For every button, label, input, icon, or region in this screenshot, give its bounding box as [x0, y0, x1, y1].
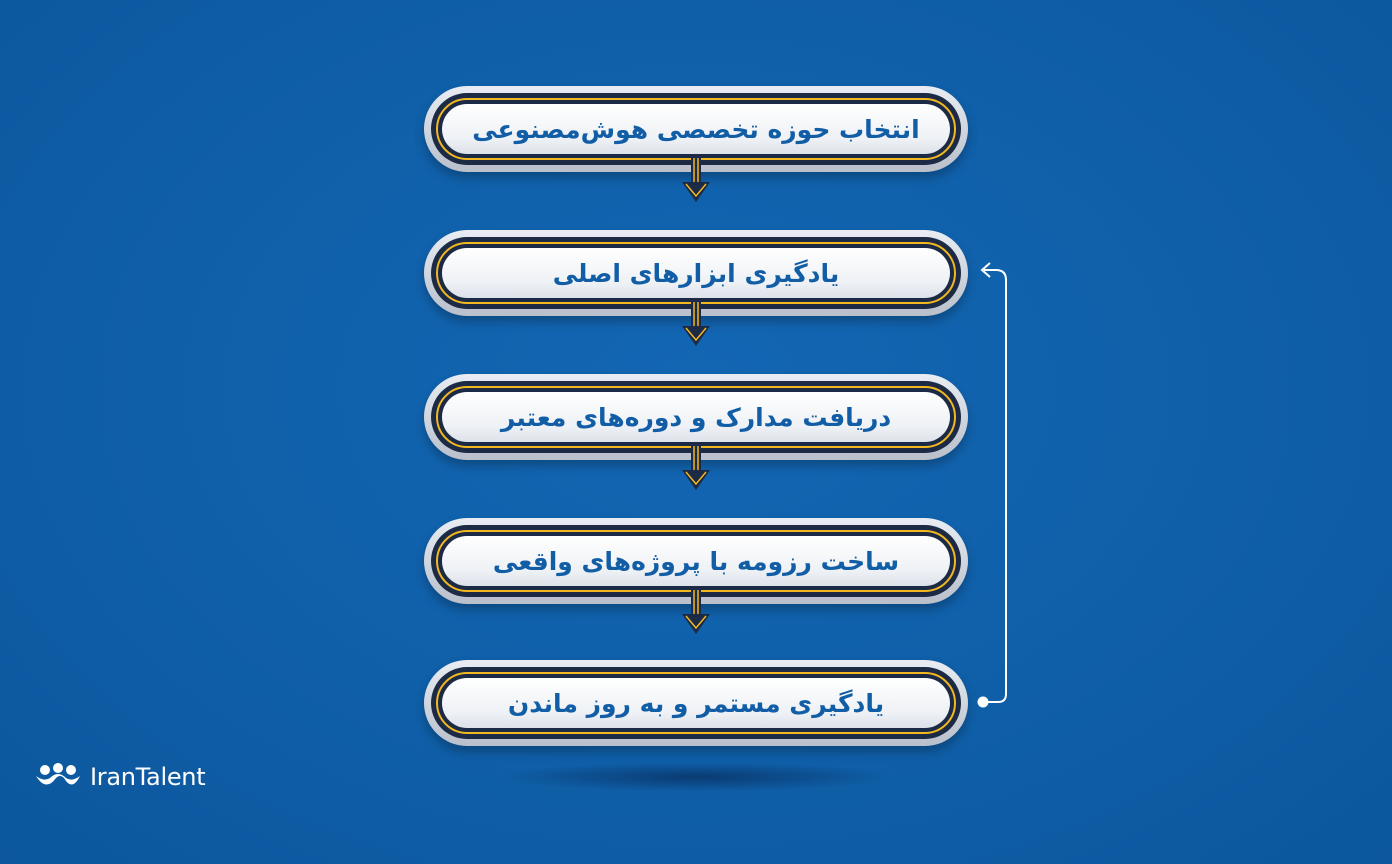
step-label: یادگیری مستمر و به روز ماندن: [507, 688, 885, 718]
step-3: دریافت مدارک و دوره‌های معتبر: [424, 374, 968, 460]
step-label: انتخاب حوزه تخصصی هوش‌مصنوعی: [472, 114, 920, 144]
down-arrow-icon: [682, 446, 710, 490]
step-label: ساخت رزومه با پروژه‌های واقعی: [492, 546, 900, 576]
brand-name: IranTalent: [90, 763, 206, 791]
down-arrow-icon: [682, 302, 710, 346]
irantalent-logo-icon: [36, 763, 80, 785]
down-arrow-icon: [682, 590, 710, 634]
step-label: دریافت مدارک و دوره‌های معتبر: [500, 402, 892, 432]
step-5: یادگیری مستمر و به روز ماندن: [424, 660, 968, 746]
step-4: ساخت رزومه با پروژه‌های واقعی: [424, 518, 968, 604]
floor-shadow: [500, 762, 892, 792]
irantalent-logo: IranTalent: [34, 760, 206, 794]
step-label: یادگیری ابزارهای اصلی: [552, 258, 840, 288]
step-2: یادگیری ابزارهای اصلی: [424, 230, 968, 316]
down-arrow-icon: [682, 158, 710, 202]
step-1: انتخاب حوزه تخصصی هوش‌مصنوعی: [424, 86, 968, 172]
loop-back-arrow-icon: [977, 262, 1007, 708]
